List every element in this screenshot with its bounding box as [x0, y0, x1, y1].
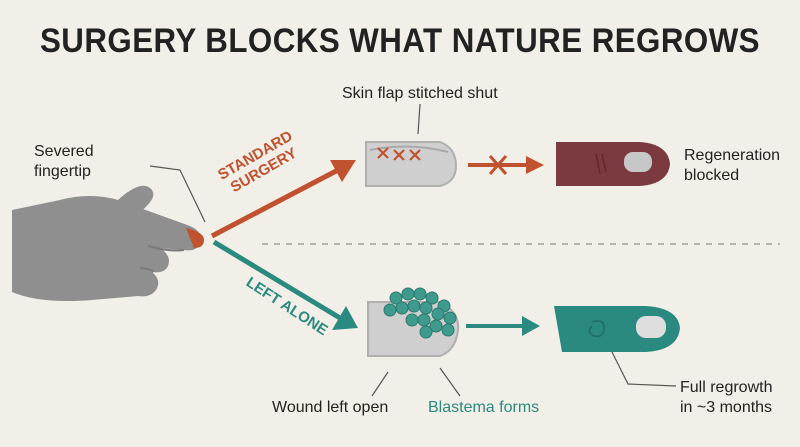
blastema-forms-label: Blastema forms	[428, 399, 540, 416]
stitched-stump-icon	[365, 141, 458, 187]
blocked-finger-icon	[556, 142, 670, 186]
blocked-arrow	[468, 155, 544, 175]
regrown-finger-icon	[554, 306, 680, 352]
open-stump-icon	[367, 287, 460, 357]
wound-leader	[371, 371, 389, 397]
page-title: SURGERY BLOCKS WHAT NATURE REGROWS	[39, 22, 761, 60]
wound-mark	[186, 228, 204, 248]
severed-leader	[149, 165, 206, 223]
skin-flap-label: Skin flap stitched shut	[342, 85, 498, 102]
skin-flap-leader	[417, 103, 421, 135]
full-regrowth-label: Full regrowth in ~3 months	[680, 379, 773, 416]
severed-fingertip-label: Severed fingertip	[34, 143, 94, 180]
wound-left-open-label: Wound left open	[272, 399, 389, 416]
cross-mark-icon	[488, 155, 508, 175]
left-alone-arrow	[212, 239, 358, 330]
blastema-leader	[439, 367, 461, 397]
regeneration-blocked-label: Regeneration blocked	[684, 147, 781, 184]
blastema-cluster	[383, 287, 457, 339]
regrowth-arrow	[466, 316, 540, 336]
standard-surgery-arrow	[210, 160, 356, 239]
pointing-hand-icon	[12, 185, 204, 301]
regrowth-leader	[611, 351, 677, 387]
